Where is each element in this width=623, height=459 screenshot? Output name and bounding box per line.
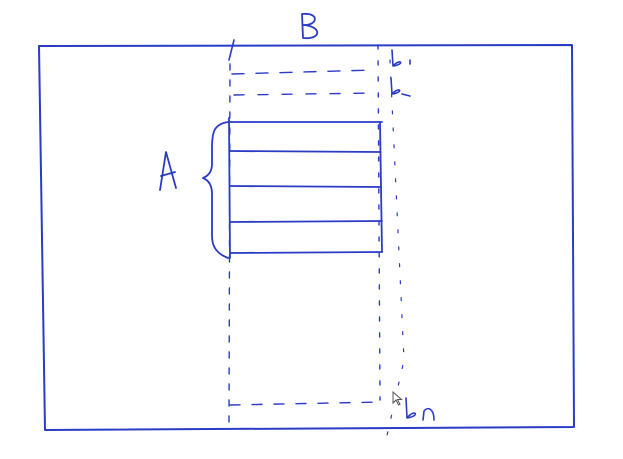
outer-rectangle: [38, 44, 575, 431]
curly-brace: [202, 121, 229, 259]
label-b1-glyph: [391, 49, 411, 67]
label-a-glyph: [159, 151, 177, 191]
label-b2-glyph: [390, 77, 411, 97]
mouse-pointer-icon: [392, 391, 403, 406]
block-a-left-edge: [228, 117, 231, 259]
label-b-glyph: [301, 13, 319, 39]
column-left-edge: [228, 39, 235, 61]
row-b2-dashed: [233, 92, 377, 96]
block-a-row-line-5: [229, 251, 383, 254]
column-right-dashed: [377, 44, 381, 401]
column-outer-dashed: [385, 59, 405, 441]
block-a-row-line-4: [229, 220, 383, 223]
label-bn-glyph: [405, 397, 435, 421]
row-bn-dashed: [229, 401, 383, 406]
block-a-row-line-2: [229, 150, 381, 153]
mouse-pointer-shape: [392, 391, 403, 406]
block-a-row-line-3: [229, 185, 382, 188]
row-b1-dashed: [231, 69, 375, 75]
